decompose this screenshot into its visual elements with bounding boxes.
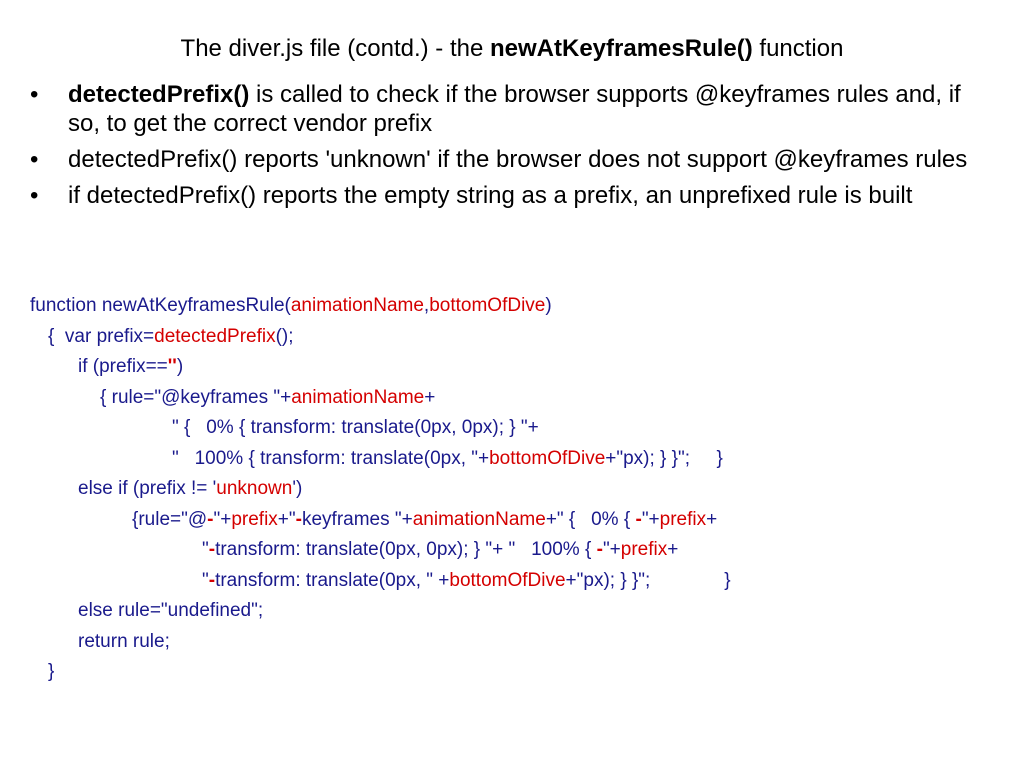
code-identifier: prefix <box>231 508 278 530</box>
code-token: keyframes "+ <box>301 508 413 530</box>
code-identifier: - <box>208 539 216 560</box>
code-token: "+ <box>602 539 621 560</box>
title-prefix: The diver.js file (contd.) - the <box>180 35 490 62</box>
code-identifier: - <box>596 539 603 560</box>
code-identifier: unknown <box>216 478 293 499</box>
bullet-marker: • <box>30 81 39 108</box>
code-identifier: bottomOfDive <box>429 295 546 316</box>
bullet-marker: • <box>30 182 39 209</box>
code-line: { var prefix=detectedPrefix(); <box>30 322 1010 353</box>
code-line: else rule="undefined"; <box>30 596 1010 627</box>
code-token: " <box>202 539 209 560</box>
code-token: } <box>48 661 55 682</box>
title-suffix: function <box>752 35 844 62</box>
code-token: " <box>202 569 209 591</box>
code-identifier: - <box>207 508 214 530</box>
code-line: " 100% { transform: translate(0px, "+bot… <box>30 444 1010 475</box>
code-token: { var prefix= <box>48 325 155 347</box>
code-token: +"px); } }"; } <box>565 569 731 591</box>
code-token: transform: translate(0px, " + <box>215 569 450 591</box>
code-token: if (prefix== <box>78 356 168 377</box>
code-line: if (prefix=='') <box>30 352 1010 383</box>
code-block: function newAtKeyframesRule(animationNam… <box>30 291 1010 688</box>
code-token: + <box>424 386 436 408</box>
code-identifier: - <box>208 569 216 591</box>
code-token: else rule="undefined"; <box>78 600 264 621</box>
bullet-item: • if detectedPrefix() reports the empty s… <box>30 181 990 210</box>
code-line: return rule; <box>30 627 1010 658</box>
code-identifier: animationName <box>290 295 424 316</box>
code-line: else if (prefix != 'unknown') <box>30 474 1010 505</box>
code-identifier: prefix <box>659 508 707 530</box>
code-line: } <box>30 657 1010 688</box>
code-identifier: - <box>295 508 302 530</box>
title-function-name: newAtKeyframesRule() <box>490 35 753 62</box>
code-token: + <box>667 539 679 560</box>
code-line: function newAtKeyframesRule(animationNam… <box>30 291 1010 322</box>
code-identifier: prefix <box>620 539 668 560</box>
code-token: , <box>423 295 430 316</box>
code-token: { rule="@keyframes "+ <box>100 386 292 408</box>
code-token: " { 0% { transform: translate(0px, 0px);… <box>172 417 539 438</box>
bullet-item: • detectedPrefix() is called to check if … <box>30 80 990 138</box>
bullet-bold-text: detectedPrefix() <box>68 81 250 108</box>
code-line: {rule="@-"+prefix+"-keyframes "+animatio… <box>30 505 1010 536</box>
code-token: transform: translate(0px, 0px); } "+ " 1… <box>215 539 597 560</box>
code-token: ) <box>545 295 552 316</box>
code-identifier: '' <box>167 356 177 377</box>
bullet-text: detectedPrefix() reports 'unknown' if th… <box>68 146 968 173</box>
code-identifier: bottomOfDive <box>489 447 606 469</box>
code-identifier: detectedPrefix <box>154 325 276 347</box>
code-line: "-transform: translate(0px, 0px); } "+ "… <box>30 535 1010 566</box>
code-token: " 100% { transform: translate(0px, "+ <box>172 447 490 469</box>
bullet-marker: • <box>30 146 39 173</box>
slide-title: The diver.js file (contd.) - the newAtKe… <box>0 33 1024 65</box>
code-identifier: - <box>635 508 642 530</box>
code-token: + <box>706 508 718 530</box>
code-token: else if (prefix != ' <box>78 478 217 499</box>
code-token: "+ <box>641 508 660 530</box>
code-token: {rule="@ <box>132 508 208 530</box>
bullet-item: • detectedPrefix() reports 'unknown' if t… <box>30 145 990 174</box>
code-token: +" { 0% { <box>545 508 636 530</box>
code-token: ) <box>176 356 184 377</box>
bullet-text: is called to check if the browser suppor… <box>68 81 961 137</box>
code-token: "+ <box>213 508 232 530</box>
bullet-text: if detectedPrefix() reports the empty st… <box>68 182 913 209</box>
code-line: "-transform: translate(0px, " +bottomOfD… <box>30 566 1010 597</box>
code-token: function newAtKeyframesRule( <box>30 295 291 316</box>
bullet-list: • detectedPrefix() is called to check if … <box>30 80 990 217</box>
code-token: return rule; <box>78 630 170 652</box>
code-identifier: animationName <box>291 386 425 408</box>
code-identifier: animationName <box>412 508 546 530</box>
code-token: +" <box>277 508 296 530</box>
code-line: " { 0% { transform: translate(0px, 0px);… <box>30 413 1010 444</box>
code-line: { rule="@keyframes "+animationName+ <box>30 383 1010 414</box>
code-token: ') <box>292 478 303 499</box>
code-identifier: bottomOfDive <box>449 569 566 591</box>
code-token: +"px); } }"; } <box>605 447 723 469</box>
code-token: (); <box>275 325 294 347</box>
